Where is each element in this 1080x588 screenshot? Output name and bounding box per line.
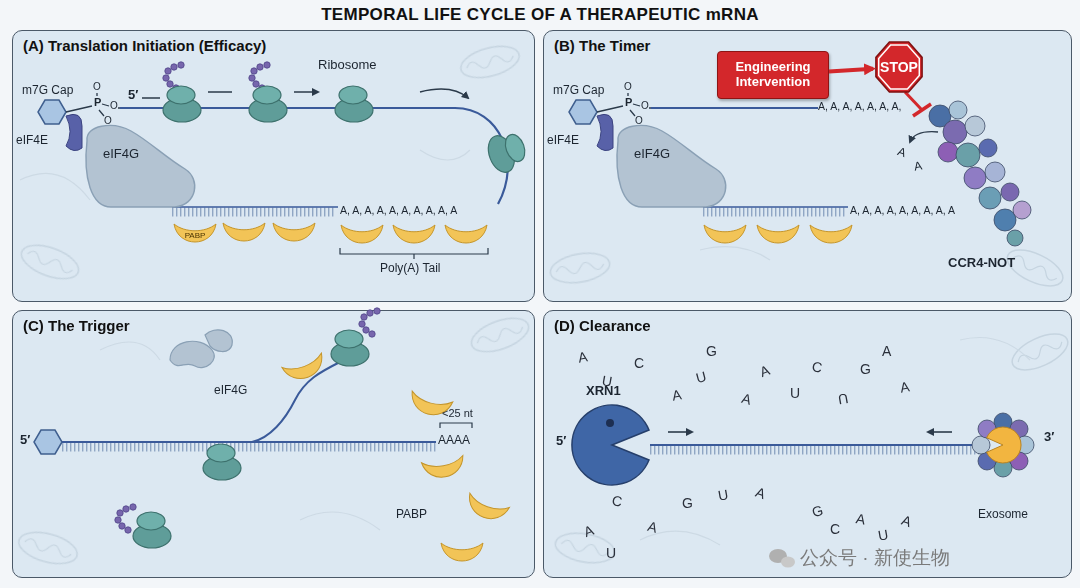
diagram-title: TEMPORAL LIFE CYCLE OF A THERAPEUTIC mRN… <box>0 6 1080 23</box>
rna-nucleotide: U <box>790 386 800 400</box>
text-label: 5′ <box>556 434 566 447</box>
panel-heading: (D) Clearance <box>554 318 651 333</box>
text-label: A <box>896 145 908 159</box>
text-label: A, A, A, A, A, A, A, A, A <box>850 205 955 216</box>
pabp-protein: PABP <box>173 221 217 247</box>
rna-nucleotide: A <box>740 391 753 407</box>
text-label: Exosome <box>978 508 1028 520</box>
rna-nucleotide: U <box>717 487 729 503</box>
rna-nucleotide: A <box>900 513 914 529</box>
protein-blob: eIF4G <box>612 121 730 211</box>
text-label: O <box>110 101 118 111</box>
rna-nucleotide: C <box>811 359 823 375</box>
text-label: 5′ <box>20 433 30 446</box>
watermark: 公众号 · 新使生物 <box>800 548 950 567</box>
protein-blob: eIF4G <box>81 121 199 211</box>
text-label: P <box>94 97 101 108</box>
text-label: eIF4E <box>547 134 579 146</box>
text-label: AAAA <box>438 434 470 446</box>
panel-heading: (B) The Timer <box>554 38 650 53</box>
node-label: STOP <box>880 60 918 74</box>
stop-sign-svg-polygon <box>879 45 920 89</box>
rna-nucleotide: C <box>830 522 840 536</box>
pabp-protein-svg-path <box>174 224 216 242</box>
rna-nucleotide: A <box>754 485 768 501</box>
panel: (C) The Trigger <box>12 310 535 578</box>
rna-nucleotide: A <box>882 344 891 358</box>
node-label: eIF4G <box>634 147 670 160</box>
rna-nucleotide: C <box>611 493 623 509</box>
text-label: XRN1 <box>586 384 621 397</box>
text-label: <25 nt <box>442 408 473 419</box>
text-label: m7G Cap <box>553 84 604 96</box>
text-label: Ribosome <box>318 58 377 71</box>
rna-nucleotide: U <box>606 546 616 560</box>
text-label: m7G Cap <box>22 84 73 96</box>
text-label: Poly(A) Tail <box>380 262 440 274</box>
text-label: A, A, A, A, A, A, A, <box>818 101 901 112</box>
rna-nucleotide: A <box>758 363 772 379</box>
rna-nucleotide: A <box>577 349 589 364</box>
rna-nucleotide: A <box>899 379 911 394</box>
rna-nucleotide: G <box>706 344 717 358</box>
text-label: O <box>635 116 643 126</box>
rna-nucleotide: G <box>682 496 693 510</box>
protein-blob-svg-path <box>86 126 195 207</box>
text-label: A <box>913 159 923 172</box>
rna-nucleotide: A <box>855 511 867 526</box>
rna-nucleotide: U <box>601 373 613 389</box>
stop-sign-svg-polygon <box>876 42 922 92</box>
rna-nucleotide: A <box>646 519 659 535</box>
node-label: PABP <box>173 232 217 240</box>
panel: (D) Clearance <box>543 310 1072 578</box>
node-label: Engineering Intervention <box>718 60 828 90</box>
rna-nucleotide: A <box>582 523 596 539</box>
protein-blob-svg-path <box>617 126 726 207</box>
text-label: CCR4-NOT <box>948 256 1015 269</box>
rna-nucleotide: A <box>671 387 683 402</box>
text-label: eIF4E <box>16 134 48 146</box>
text-label: eIF4G <box>214 384 247 396</box>
rna-nucleotide: G <box>810 503 824 519</box>
node-label: eIF4G <box>103 147 139 160</box>
intervention-box: Engineering Intervention <box>717 51 829 99</box>
rna-nucleotide: U <box>694 369 707 385</box>
text-label: O <box>624 82 632 92</box>
protein-blob-svg <box>81 121 199 211</box>
rna-nucleotide: U <box>877 527 889 543</box>
rna-nucleotide: U <box>837 391 849 407</box>
text-label: O <box>104 116 112 126</box>
panel-heading: (C) The Trigger <box>23 318 130 333</box>
text-label: PABP <box>396 508 427 520</box>
rna-nucleotide: C <box>634 356 644 370</box>
text-label: 5′ <box>128 88 138 101</box>
text-label: O <box>641 101 649 111</box>
panel: (A) Translation Initiation (Efficacy) eIF… <box>12 30 535 302</box>
rna-nucleotide: G <box>860 362 871 376</box>
panel: (B) The Timer eIF4G Engineering Interventi… <box>543 30 1072 302</box>
text-label: 3′ <box>1044 430 1054 443</box>
panel-heading: (A) Translation Initiation (Efficacy) <box>23 38 266 53</box>
protein-blob-svg <box>612 121 730 211</box>
stop-sign: STOP <box>873 41 925 93</box>
text-label: P <box>625 97 632 108</box>
text-label: O <box>93 82 101 92</box>
text-label: A, A, A, A, A, A, A, A, A, A <box>340 205 457 216</box>
